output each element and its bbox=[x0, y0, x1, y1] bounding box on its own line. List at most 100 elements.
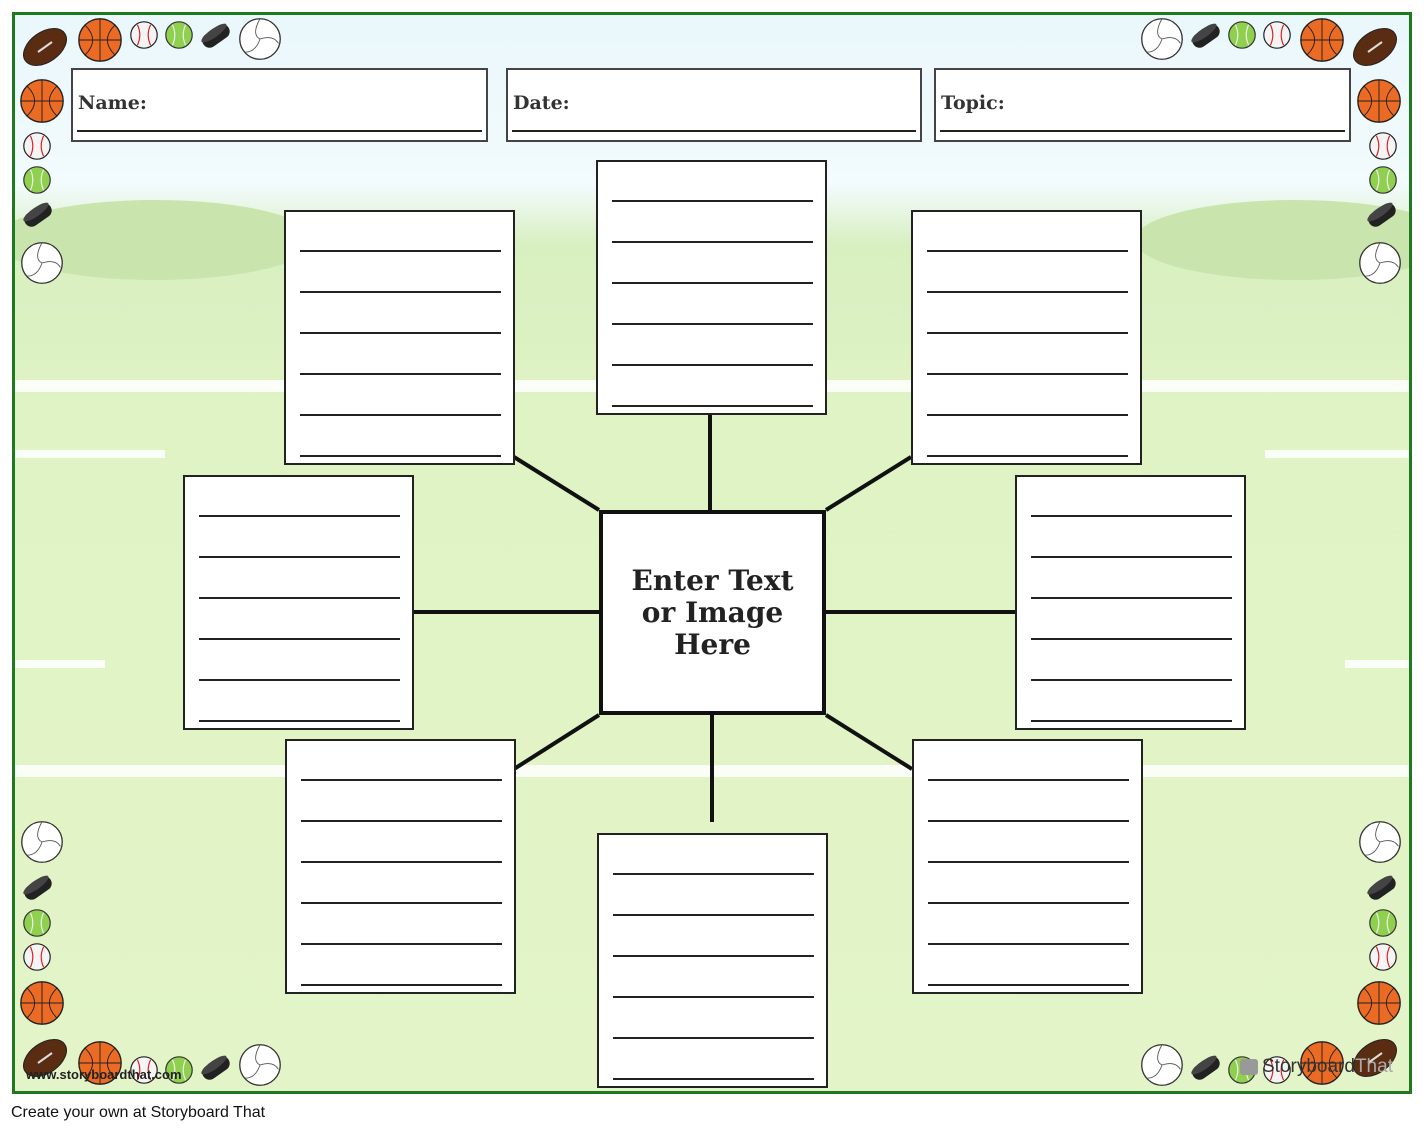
name-field[interactable]: Name: bbox=[71, 68, 488, 142]
writing-box-top[interactable] bbox=[596, 160, 827, 415]
volleyball-icon bbox=[20, 820, 64, 868]
topic-underline bbox=[940, 130, 1345, 132]
basketball-icon bbox=[19, 980, 65, 1030]
writing-line bbox=[1031, 597, 1232, 599]
writing-line bbox=[199, 556, 400, 558]
basketball-icon bbox=[1299, 17, 1345, 67]
writing-line bbox=[612, 405, 813, 407]
tennis-ball-icon bbox=[22, 908, 52, 942]
writing-line bbox=[613, 955, 814, 957]
basketball-icon bbox=[1356, 78, 1402, 128]
writing-line bbox=[301, 861, 502, 863]
tennis-ball-icon bbox=[1227, 20, 1257, 54]
date-field[interactable]: Date: bbox=[506, 68, 922, 142]
hockey-puck-icon bbox=[1364, 870, 1400, 910]
basketball-icon bbox=[1299, 1040, 1345, 1090]
writing-line bbox=[301, 902, 502, 904]
writing-line bbox=[928, 820, 1129, 822]
writing-line bbox=[1031, 638, 1232, 640]
writing-line bbox=[301, 984, 502, 986]
topic-field[interactable]: Topic: bbox=[934, 68, 1351, 142]
baseball-icon bbox=[22, 942, 52, 976]
connector-bottom-right bbox=[824, 713, 914, 771]
tennis-ball-icon bbox=[1368, 908, 1398, 942]
writing-line bbox=[300, 414, 501, 416]
writing-box-top-left[interactable] bbox=[284, 210, 515, 465]
writing-box-right[interactable] bbox=[1015, 475, 1246, 730]
writing-line bbox=[301, 820, 502, 822]
writing-box-top-right[interactable] bbox=[911, 210, 1142, 465]
writing-line bbox=[927, 455, 1128, 457]
writing-line bbox=[199, 515, 400, 517]
writing-line bbox=[612, 282, 813, 284]
volleyball-icon bbox=[238, 17, 282, 65]
name-label: Name: bbox=[78, 92, 147, 114]
writing-line bbox=[928, 984, 1129, 986]
volleyball-icon bbox=[238, 1043, 282, 1091]
name-underline bbox=[77, 130, 482, 132]
writing-line bbox=[199, 720, 400, 722]
baseball-icon bbox=[22, 131, 52, 165]
writing-box-bottom[interactable] bbox=[597, 833, 828, 1088]
writing-box-bottom-left[interactable] bbox=[285, 739, 516, 994]
writing-line bbox=[613, 1037, 814, 1039]
field-line bbox=[15, 660, 105, 668]
writing-line bbox=[613, 873, 814, 875]
football-icon bbox=[20, 1033, 70, 1087]
baseball-icon bbox=[129, 20, 159, 54]
writing-line bbox=[613, 914, 814, 916]
hockey-puck-icon bbox=[198, 1050, 234, 1090]
writing-line bbox=[199, 597, 400, 599]
writing-box-bottom-right[interactable] bbox=[912, 739, 1143, 994]
writing-line bbox=[301, 943, 502, 945]
writing-line bbox=[612, 200, 813, 202]
baseball-icon bbox=[129, 1055, 159, 1089]
tennis-ball-icon bbox=[22, 165, 52, 199]
writing-line bbox=[300, 250, 501, 252]
logo-text-1: Storyboard bbox=[1262, 1056, 1355, 1077]
writing-line bbox=[300, 332, 501, 334]
writing-line bbox=[300, 455, 501, 457]
watermark-url: www.storyboardthat.com bbox=[26, 1067, 182, 1082]
logo-icon bbox=[1240, 1059, 1258, 1075]
writing-line bbox=[928, 779, 1129, 781]
writing-line bbox=[927, 291, 1128, 293]
football-icon bbox=[1350, 22, 1400, 76]
basketball-icon bbox=[77, 1040, 123, 1090]
writing-line bbox=[1031, 679, 1232, 681]
tennis-ball-icon bbox=[1368, 165, 1398, 199]
writing-line bbox=[928, 943, 1129, 945]
writing-line bbox=[927, 250, 1128, 252]
writing-box-left[interactable] bbox=[183, 475, 414, 730]
background-hill bbox=[15, 200, 315, 280]
hockey-puck-icon bbox=[20, 870, 56, 910]
hockey-puck-icon bbox=[1364, 197, 1400, 237]
writing-line bbox=[928, 902, 1129, 904]
volleyball-icon bbox=[20, 241, 64, 289]
connector-top-left bbox=[512, 455, 601, 512]
hockey-puck-icon bbox=[20, 197, 56, 237]
writing-line bbox=[199, 679, 400, 681]
writing-line bbox=[199, 638, 400, 640]
date-underline bbox=[512, 130, 916, 132]
baseball-icon bbox=[1368, 131, 1398, 165]
writing-line bbox=[1031, 720, 1232, 722]
center-topic-box[interactable]: Enter Text or Image Here bbox=[599, 510, 826, 715]
field-line bbox=[1265, 450, 1409, 458]
baseball-icon bbox=[1368, 942, 1398, 976]
writing-line bbox=[612, 364, 813, 366]
field-line bbox=[1345, 660, 1409, 668]
volleyball-icon bbox=[1140, 1043, 1184, 1091]
hockey-puck-icon bbox=[1188, 18, 1224, 58]
footer-link[interactable]: Create your own at Storyboard That bbox=[11, 1104, 266, 1121]
writing-line bbox=[927, 373, 1128, 375]
tennis-ball-icon bbox=[164, 1055, 194, 1089]
tennis-ball-icon bbox=[164, 20, 194, 54]
writing-line bbox=[927, 332, 1128, 334]
volleyball-icon bbox=[1358, 241, 1402, 289]
basketball-icon bbox=[19, 78, 65, 128]
basketball-icon bbox=[1356, 980, 1402, 1030]
baseball-icon bbox=[1262, 1055, 1292, 1089]
writing-line bbox=[613, 996, 814, 998]
